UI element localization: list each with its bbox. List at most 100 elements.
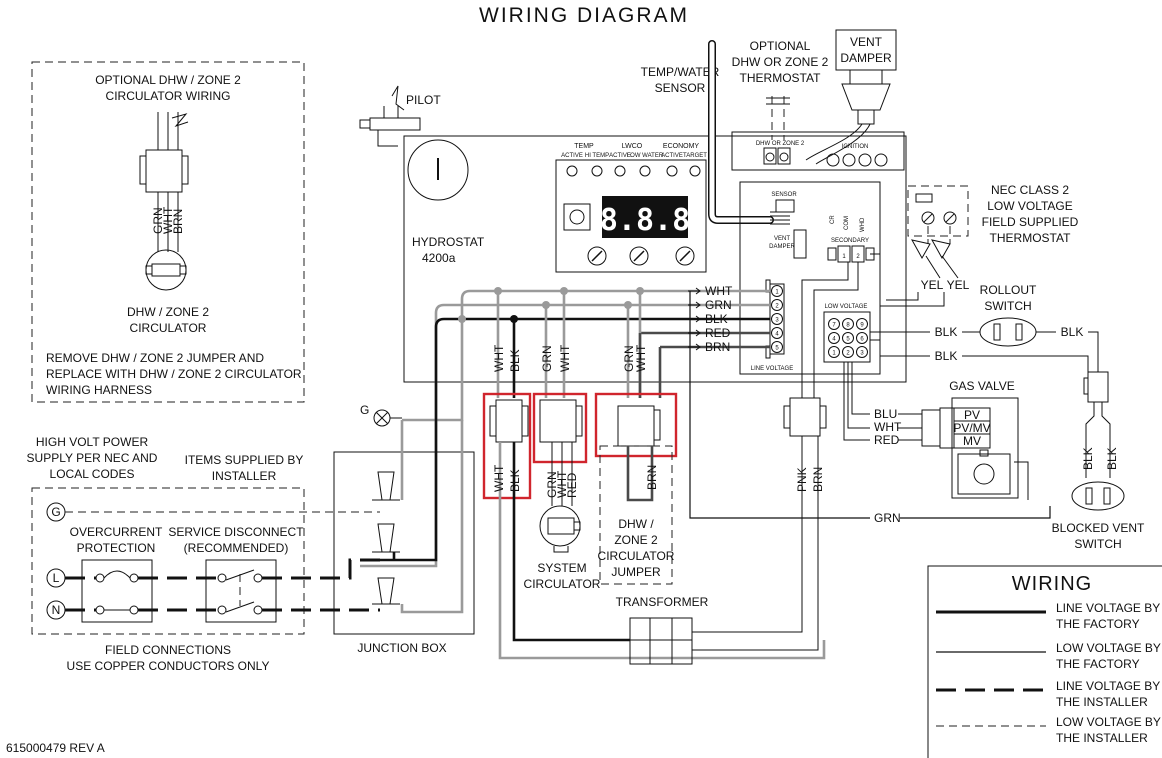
optional-box-title-1: OPTIONAL DHW / ZONE 2 [95,73,241,87]
panel-sub-3: LOW WATER [627,153,664,159]
part-number: 615000479 REV A [6,741,105,755]
ctrl-low-voltage: LOW VOLTAGE [825,304,868,310]
lv-terminal-4-ring [828,332,840,344]
panel-button[interactable] [563,203,591,231]
rollout-label-1: ROLLOUT [980,283,1037,297]
conn-b-bot-wht: WHT [555,470,569,498]
ctrl-secondary: SECONDARY [831,238,869,244]
lv-terminal-8-ring [842,318,854,330]
temp-sensor-label-2: SENSOR [655,81,706,95]
optional-box-title-2: CIRCULATOR WIRING [106,89,231,103]
lv-terminal-6-ring [856,332,868,344]
hydrostat-dial [407,139,469,201]
hydrostat-label-1: HYDROSTAT [412,235,485,249]
pnk-label: PNK [795,467,809,492]
line-terminal-3-ring [771,313,783,325]
lv-terminal-9: 9 [860,323,864,329]
optional-thermostat: OPTIONAL DHW OR ZONE 2 THERMOSTAT [732,39,829,140]
items-1: ITEMS SUPPLIED BY [185,453,304,467]
nec-label-2: LOW VOLTAGE [987,199,1073,213]
lv-terminal-4: 4 [832,337,836,343]
temp-sensor-label-1: TEMP/WATER [641,65,720,79]
conn-a-bot-blk: BLK [508,469,522,492]
vent-damper-label-2: DAMPER [840,51,892,65]
opt-wire-wht: WHT [161,206,175,234]
gas-valve-label: GAS VALVE [949,379,1015,393]
ignition-control: DHW OR ZONE 2 IGNITION SENSOR VENT DAMPE… [731,131,905,375]
blocked-vent-switch: BLK BLK BLOCKED VENT SWITCH [1052,371,1145,551]
conn-c-top-grn: GRN [622,345,636,372]
conn-b-top-grn: GRN [540,345,554,372]
jumper-label-3: JUMPER [611,565,661,579]
system-circ-label-2: CIRCULATOR [524,577,601,591]
ctrl-vert-cr: CR [830,215,836,224]
jumper-label-0: DHW / [618,517,654,531]
line-terminal-4-ring [771,327,783,339]
optional-circulator-box: OPTIONAL DHW / ZONE 2 CIRCULATOR WIRING … [31,61,305,403]
conn-a-top-blk: BLK [508,349,522,372]
panel-knob-3[interactable] [675,246,695,266]
nec-thermostat: NEC CLASS 2 LOW VOLTAGE FIELD SUPPLIED T… [870,183,1079,307]
gas-wire-red: RED [874,433,900,447]
pilot-label: PILOT [406,93,441,107]
gas-wire-blu: BLU [874,407,897,421]
terminal-n: N [52,603,61,617]
panel-sub-5: TARGET [683,153,707,159]
lv-terminal-6: 6 [860,337,864,343]
gas-term-pvmv: PV/MV [953,421,990,435]
ctrl-sec-2: 2 [856,254,860,260]
ctrl-vent-2: DAMPER [769,244,795,250]
rollout-switch: ROLLOUT SWITCH BLK BLK BLK [870,283,1099,372]
ctrl-vert-com: COM [844,216,850,230]
blk-lower-label: BLK [935,349,958,363]
items-2: INSTALLER [212,469,277,483]
gas-wire-wht: WHT [874,420,902,434]
wiring-legend: WIRING LINE VOLTAGE BY THE FACTORY LOW V… [927,565,1162,758]
ctrl-dhw-zone2: DHW OR ZONE 2 [756,141,805,147]
ctrl-vert-whd: WHD [860,217,866,232]
service-2: (RECOMMENDED) [184,541,289,555]
lv-terminal-7: 7 [832,323,836,329]
high-volt-3: LOCAL CODES [50,467,135,481]
transformer-label: TRANSFORMER [616,595,709,609]
panel-temp: TEMP [574,143,594,150]
line-terminal-2-ring [771,299,783,311]
lv-terminal-5-ring [842,332,854,344]
panel-sub-1: HI TEMP [585,153,609,159]
conn-a-top-wht: WHT [492,344,506,372]
optional-note-2: REPLACE WITH DHW / ZONE 2 CIRCULATOR [46,367,302,381]
junction-box: JUNCTION BOX [333,420,475,655]
panel-sub-4: ACTIVE [661,153,683,159]
lv-terminal-8: 8 [846,323,850,329]
transformer: TRANSFORMER [616,436,819,665]
line-wire-grn: GRN [705,298,732,312]
jumper-label-1: ZONE 2 [614,533,658,547]
lv-terminal-9-ring [856,318,868,330]
vent-damper-label-1: VENT [850,35,883,49]
diagram-title: WIRING DIAGRAM [479,4,689,27]
panel-lwco: LWCO [622,143,643,150]
brn-label: BRN [811,467,825,492]
opt-wire-brn: BRN [171,209,185,234]
line-terminal-1: 1 [775,290,779,296]
yel-label-2: YEL [947,278,970,292]
legend-item-2-line-2: THE INSTALLER [1056,695,1148,709]
panel-economy: ECONOMY [663,143,700,150]
lv-terminal-2: 2 [846,351,850,357]
grn-bottom-label: GRN [874,511,901,525]
opt-thermostat-3: THERMOSTAT [740,71,822,85]
legend-item-1-line-1: LOW VOLTAGE BY [1056,641,1161,655]
rollout-label-2: SWITCH [984,299,1031,313]
panel-knob-2[interactable] [629,246,649,266]
pilot-assembly: PILOT [359,85,441,147]
opt-thermostat-2: DHW OR ZONE 2 [732,55,829,69]
legend-item-1-line-2: THE FACTORY [1056,657,1140,671]
dhw-zone2-jumper: BRN DHW / ZONE 2 CIRCULATOR JUMPER [598,445,675,585]
highlight-box-a [482,392,532,500]
line-terminal-3: 3 [775,318,779,324]
panel-knob-1[interactable] [587,246,607,266]
legend-item-3-line-2: THE INSTALLER [1056,731,1148,745]
line-terminal-1-ring [771,285,783,297]
field-connections-box: HIGH VOLT POWER SUPPLY PER NEC AND LOCAL… [27,435,305,635]
